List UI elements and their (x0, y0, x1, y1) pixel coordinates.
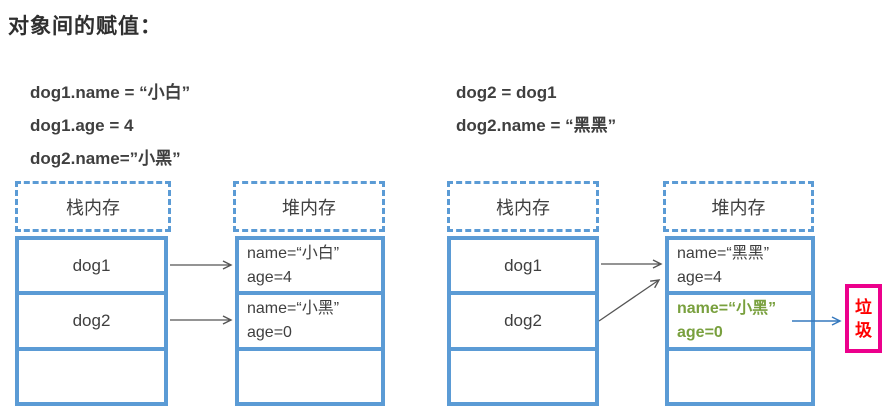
heap-cell-line: name=“小白” (247, 244, 340, 262)
garbage-box: 垃圾 (845, 284, 882, 353)
heap-cell-line: age=4 (677, 268, 722, 286)
code-block-left: dog1.name = “小白” dog1.age = 4 dog2.name=… (30, 76, 190, 175)
heap-cell-line: name=“小黑” (677, 299, 777, 317)
heap-cell-orphan-object: name=“小黑” age=0 (669, 291, 811, 346)
stack-cell-empty (451, 346, 595, 402)
heap-cell-empty (669, 346, 811, 402)
stack-cell-dog1: dog1 (504, 255, 542, 275)
heap-memory-header-right: 堆内存 (663, 181, 814, 232)
stack-column-left: dog1 dog2 (15, 236, 168, 406)
code-line: dog2 = dog1 (456, 83, 557, 102)
garbage-label: 垃圾 (855, 297, 872, 340)
heap-cell-dog1-object: name=“小白” age=4 (239, 240, 381, 291)
code-line: dog1.age = 4 (30, 116, 134, 135)
heap-cell-line: name=“黑黑” (677, 244, 770, 262)
code-line: dog1.name = “小白” (30, 83, 191, 102)
heap-cell-line: age=0 (677, 323, 723, 341)
heap-cell-shared-object: name=“黑黑” age=4 (669, 240, 811, 291)
heap-cell-dog2-object: name=“小黑” age=0 (239, 291, 381, 346)
heap-column-left: name=“小白” age=4 name=“小黑” age=0 (235, 236, 385, 406)
heap-cell-empty (239, 346, 381, 402)
code-line: dog2.name=”小黑” (30, 149, 181, 168)
heap-cell-line: age=4 (247, 268, 292, 286)
stack-cell-dog2: dog2 (19, 291, 164, 346)
heap-memory-header-left: 堆内存 (233, 181, 385, 232)
arrow-dog2-to-shared-object-icon (598, 279, 661, 322)
heap-column-right: name=“黑黑” age=4 name=“小黑” age=0 (665, 236, 815, 406)
stack-column-right: dog1 dog2 (447, 236, 599, 406)
stack-cell-dog1: dog1 (72, 255, 111, 275)
code-line: dog2.name = “黑黑” (456, 116, 617, 135)
page-title: 对象间的赋值： (8, 15, 162, 38)
heap-cell-line: name=“小黑” (247, 299, 340, 317)
stack-cell-empty (19, 346, 164, 402)
stack-memory-header-right: 栈内存 (447, 181, 599, 232)
stack-memory-header-left: 栈内存 (15, 181, 171, 232)
code-block-right: dog2 = dog1 dog2.name = “黑黑” (456, 76, 616, 142)
heap-cell-line: age=0 (247, 323, 292, 341)
stack-cell-dog2: dog2 (451, 291, 595, 346)
